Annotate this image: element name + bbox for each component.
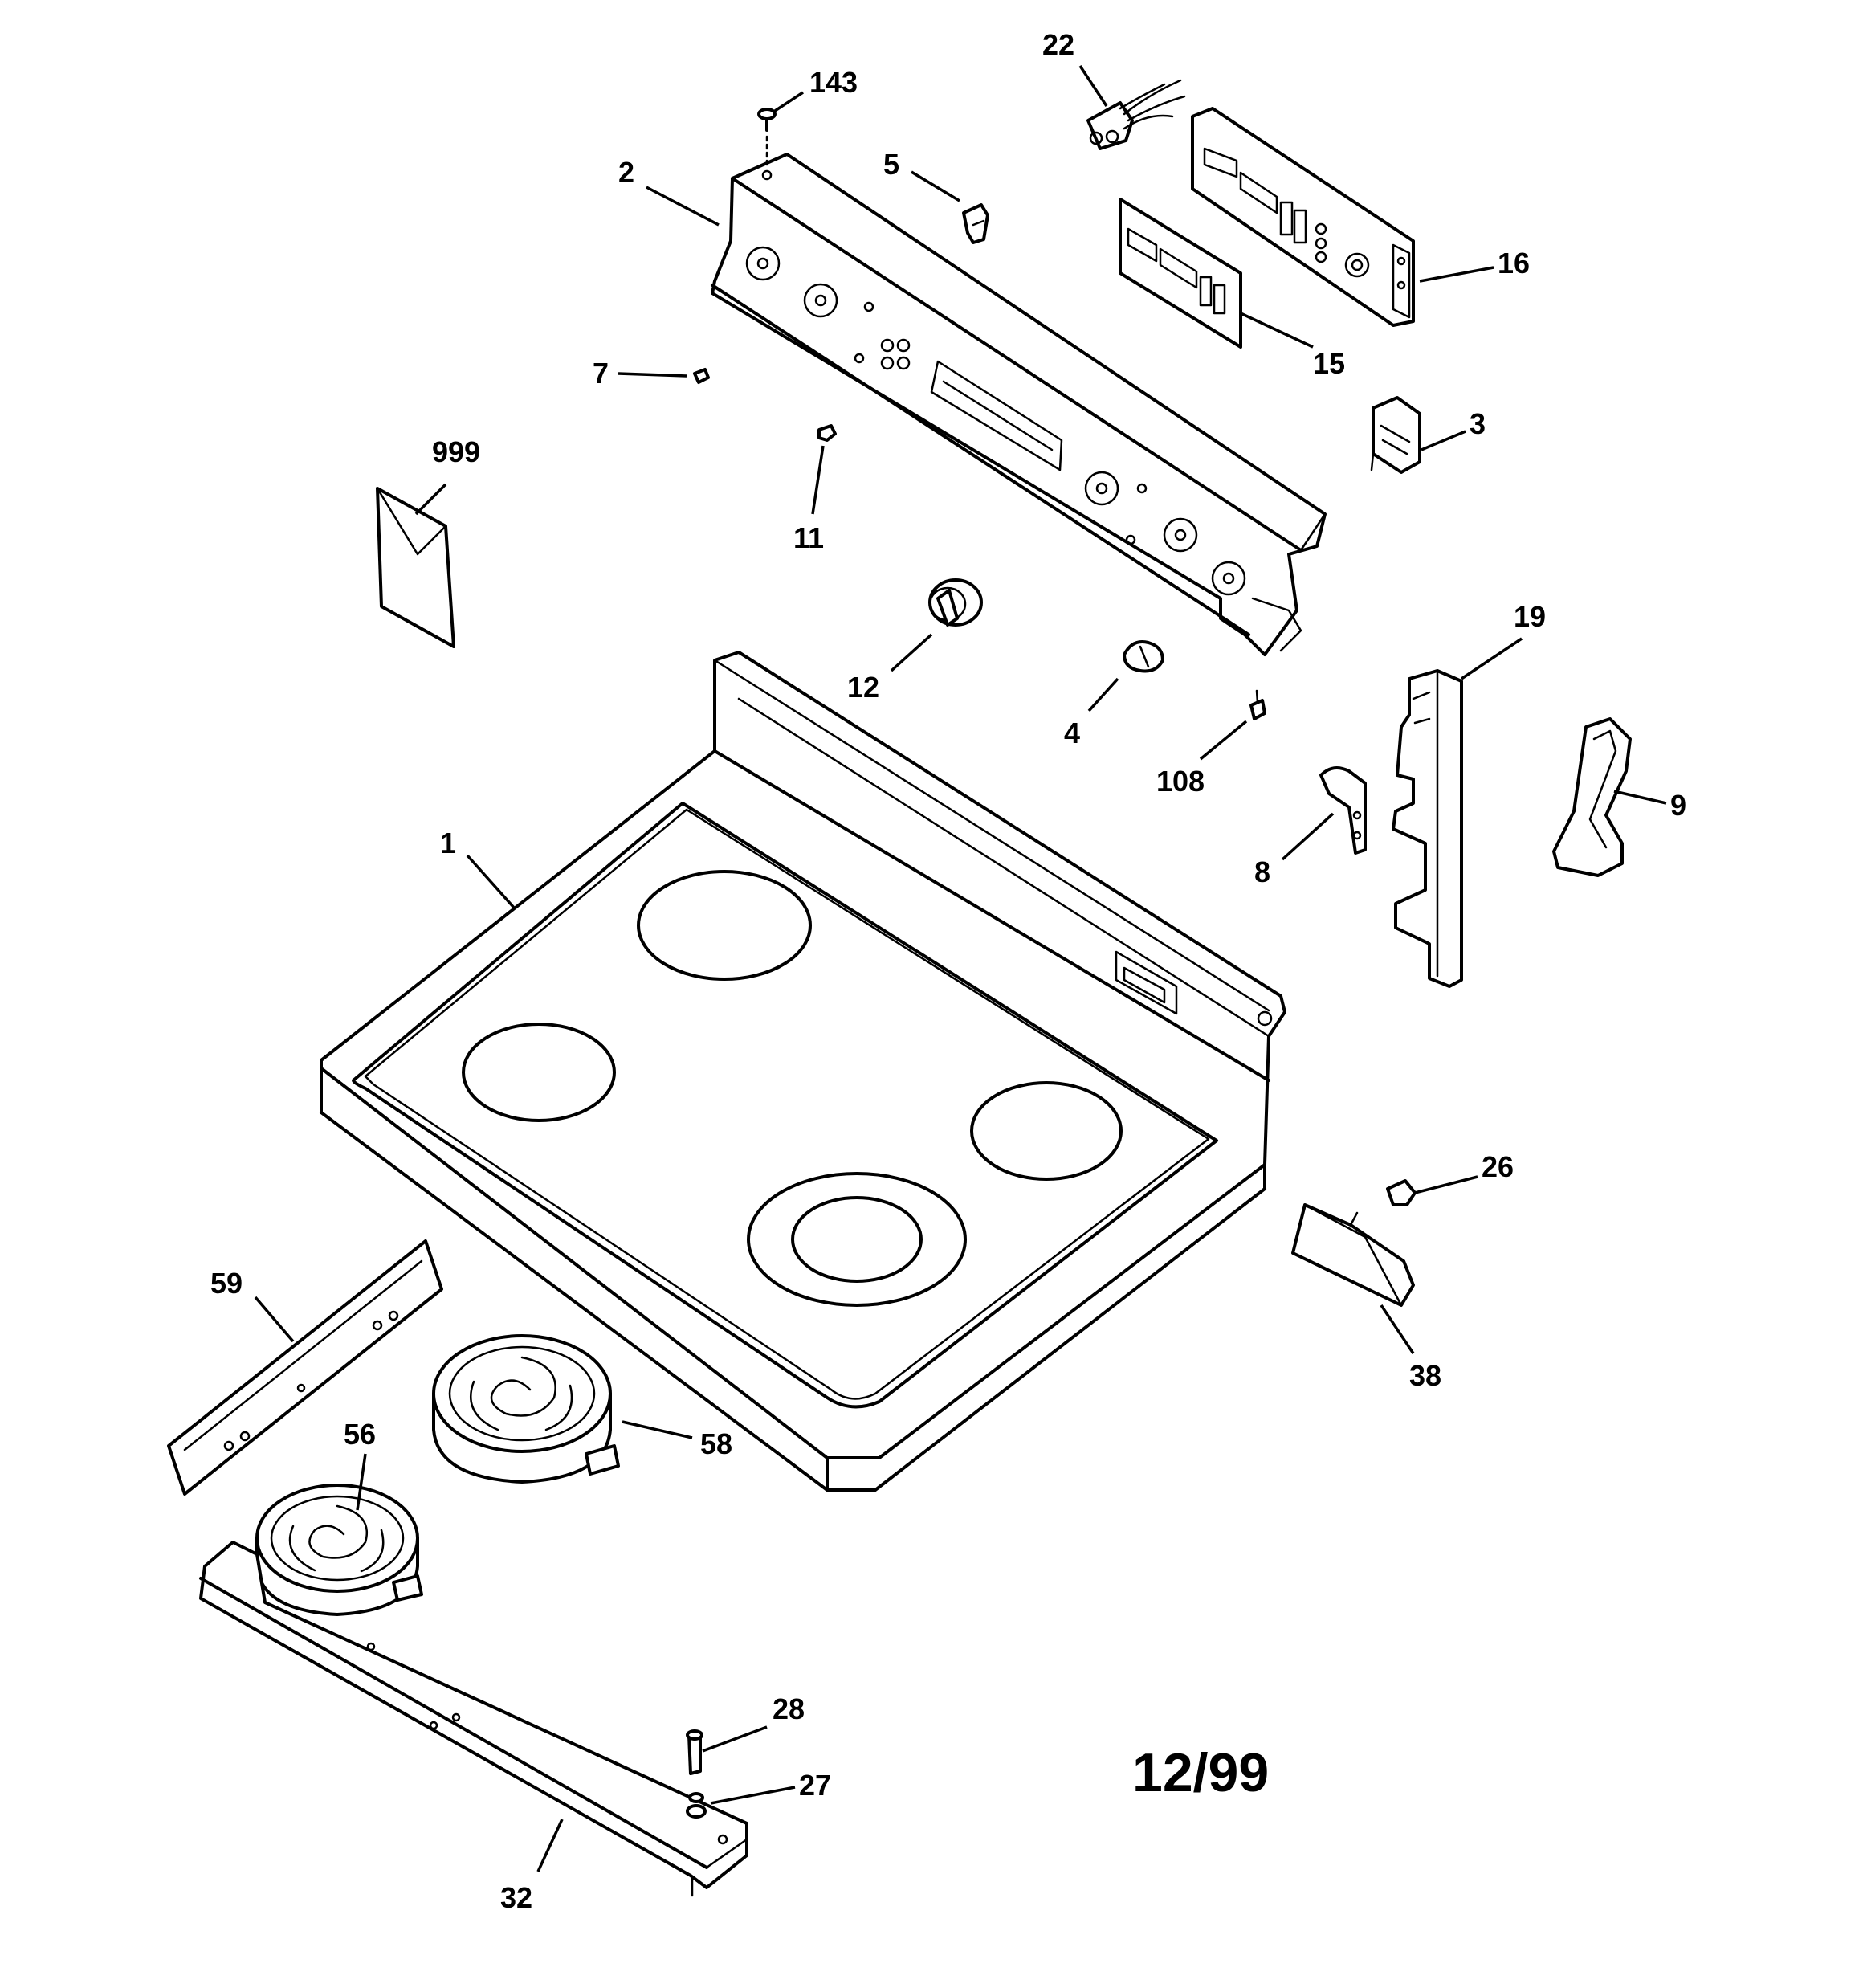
literature-envelope-999 xyxy=(376,487,455,648)
control-board-16 xyxy=(1191,107,1415,327)
switch-3 xyxy=(1370,396,1421,474)
cooktop-main-top xyxy=(320,651,1286,1492)
label-part-143: 143 xyxy=(809,66,858,99)
wire-harness-22 xyxy=(1086,79,1186,150)
screw-11 xyxy=(817,424,837,442)
screw-143 xyxy=(757,108,777,166)
bracket-8 xyxy=(1319,766,1367,855)
leader-lines xyxy=(254,65,1667,1872)
nut-27 xyxy=(686,1792,707,1819)
label-part-38: 38 xyxy=(1409,1359,1441,1392)
label-part-59: 59 xyxy=(210,1267,243,1300)
label-part-7: 7 xyxy=(593,357,609,390)
label-part-5: 5 xyxy=(883,148,899,181)
bracket-38 xyxy=(1291,1203,1415,1307)
label-part-56: 56 xyxy=(344,1418,376,1451)
label-part-9: 9 xyxy=(1670,789,1686,822)
clip-26 xyxy=(1386,1179,1417,1206)
label-part-8: 8 xyxy=(1254,855,1270,888)
stud-28 xyxy=(686,1729,703,1775)
backguard-control-panel xyxy=(711,153,1327,656)
angle-rail-59 xyxy=(167,1239,443,1496)
end-cap-9 xyxy=(1552,717,1632,877)
radiant-element-56 xyxy=(255,1484,423,1616)
label-part-4: 4 xyxy=(1064,716,1080,749)
label-part-108: 108 xyxy=(1156,765,1205,798)
part-labels: 1 2 3 4 5 7 8 9 11 12 15 16 19 22 26 27 … xyxy=(210,28,1686,1914)
label-part-22: 22 xyxy=(1042,28,1074,61)
knob-12 xyxy=(928,578,983,627)
knob-4 xyxy=(1123,640,1164,673)
radiant-element-58 xyxy=(432,1334,620,1484)
screw-7 xyxy=(693,368,710,384)
label-part-15: 15 xyxy=(1313,347,1345,380)
label-part-19: 19 xyxy=(1514,600,1546,633)
date-code: 12/99 xyxy=(1132,1742,1269,1803)
label-part-28: 28 xyxy=(773,1692,805,1725)
support-bracket-32 xyxy=(199,1541,748,1897)
screw-108 xyxy=(1249,689,1266,720)
clip-5 xyxy=(962,203,989,244)
label-part-16: 16 xyxy=(1498,247,1530,280)
label-part-999: 999 xyxy=(432,435,480,468)
label-part-3: 3 xyxy=(1470,407,1486,440)
overlay-15 xyxy=(1119,198,1242,349)
label-part-32: 32 xyxy=(500,1881,532,1914)
side-bracket-19 xyxy=(1392,669,1463,988)
label-part-58: 58 xyxy=(700,1427,732,1460)
label-part-11: 11 xyxy=(793,521,824,554)
label-part-27: 27 xyxy=(799,1769,831,1802)
label-part-2: 2 xyxy=(618,156,634,189)
label-part-1: 1 xyxy=(440,827,456,859)
label-part-12: 12 xyxy=(847,671,879,704)
label-part-26: 26 xyxy=(1482,1150,1514,1183)
